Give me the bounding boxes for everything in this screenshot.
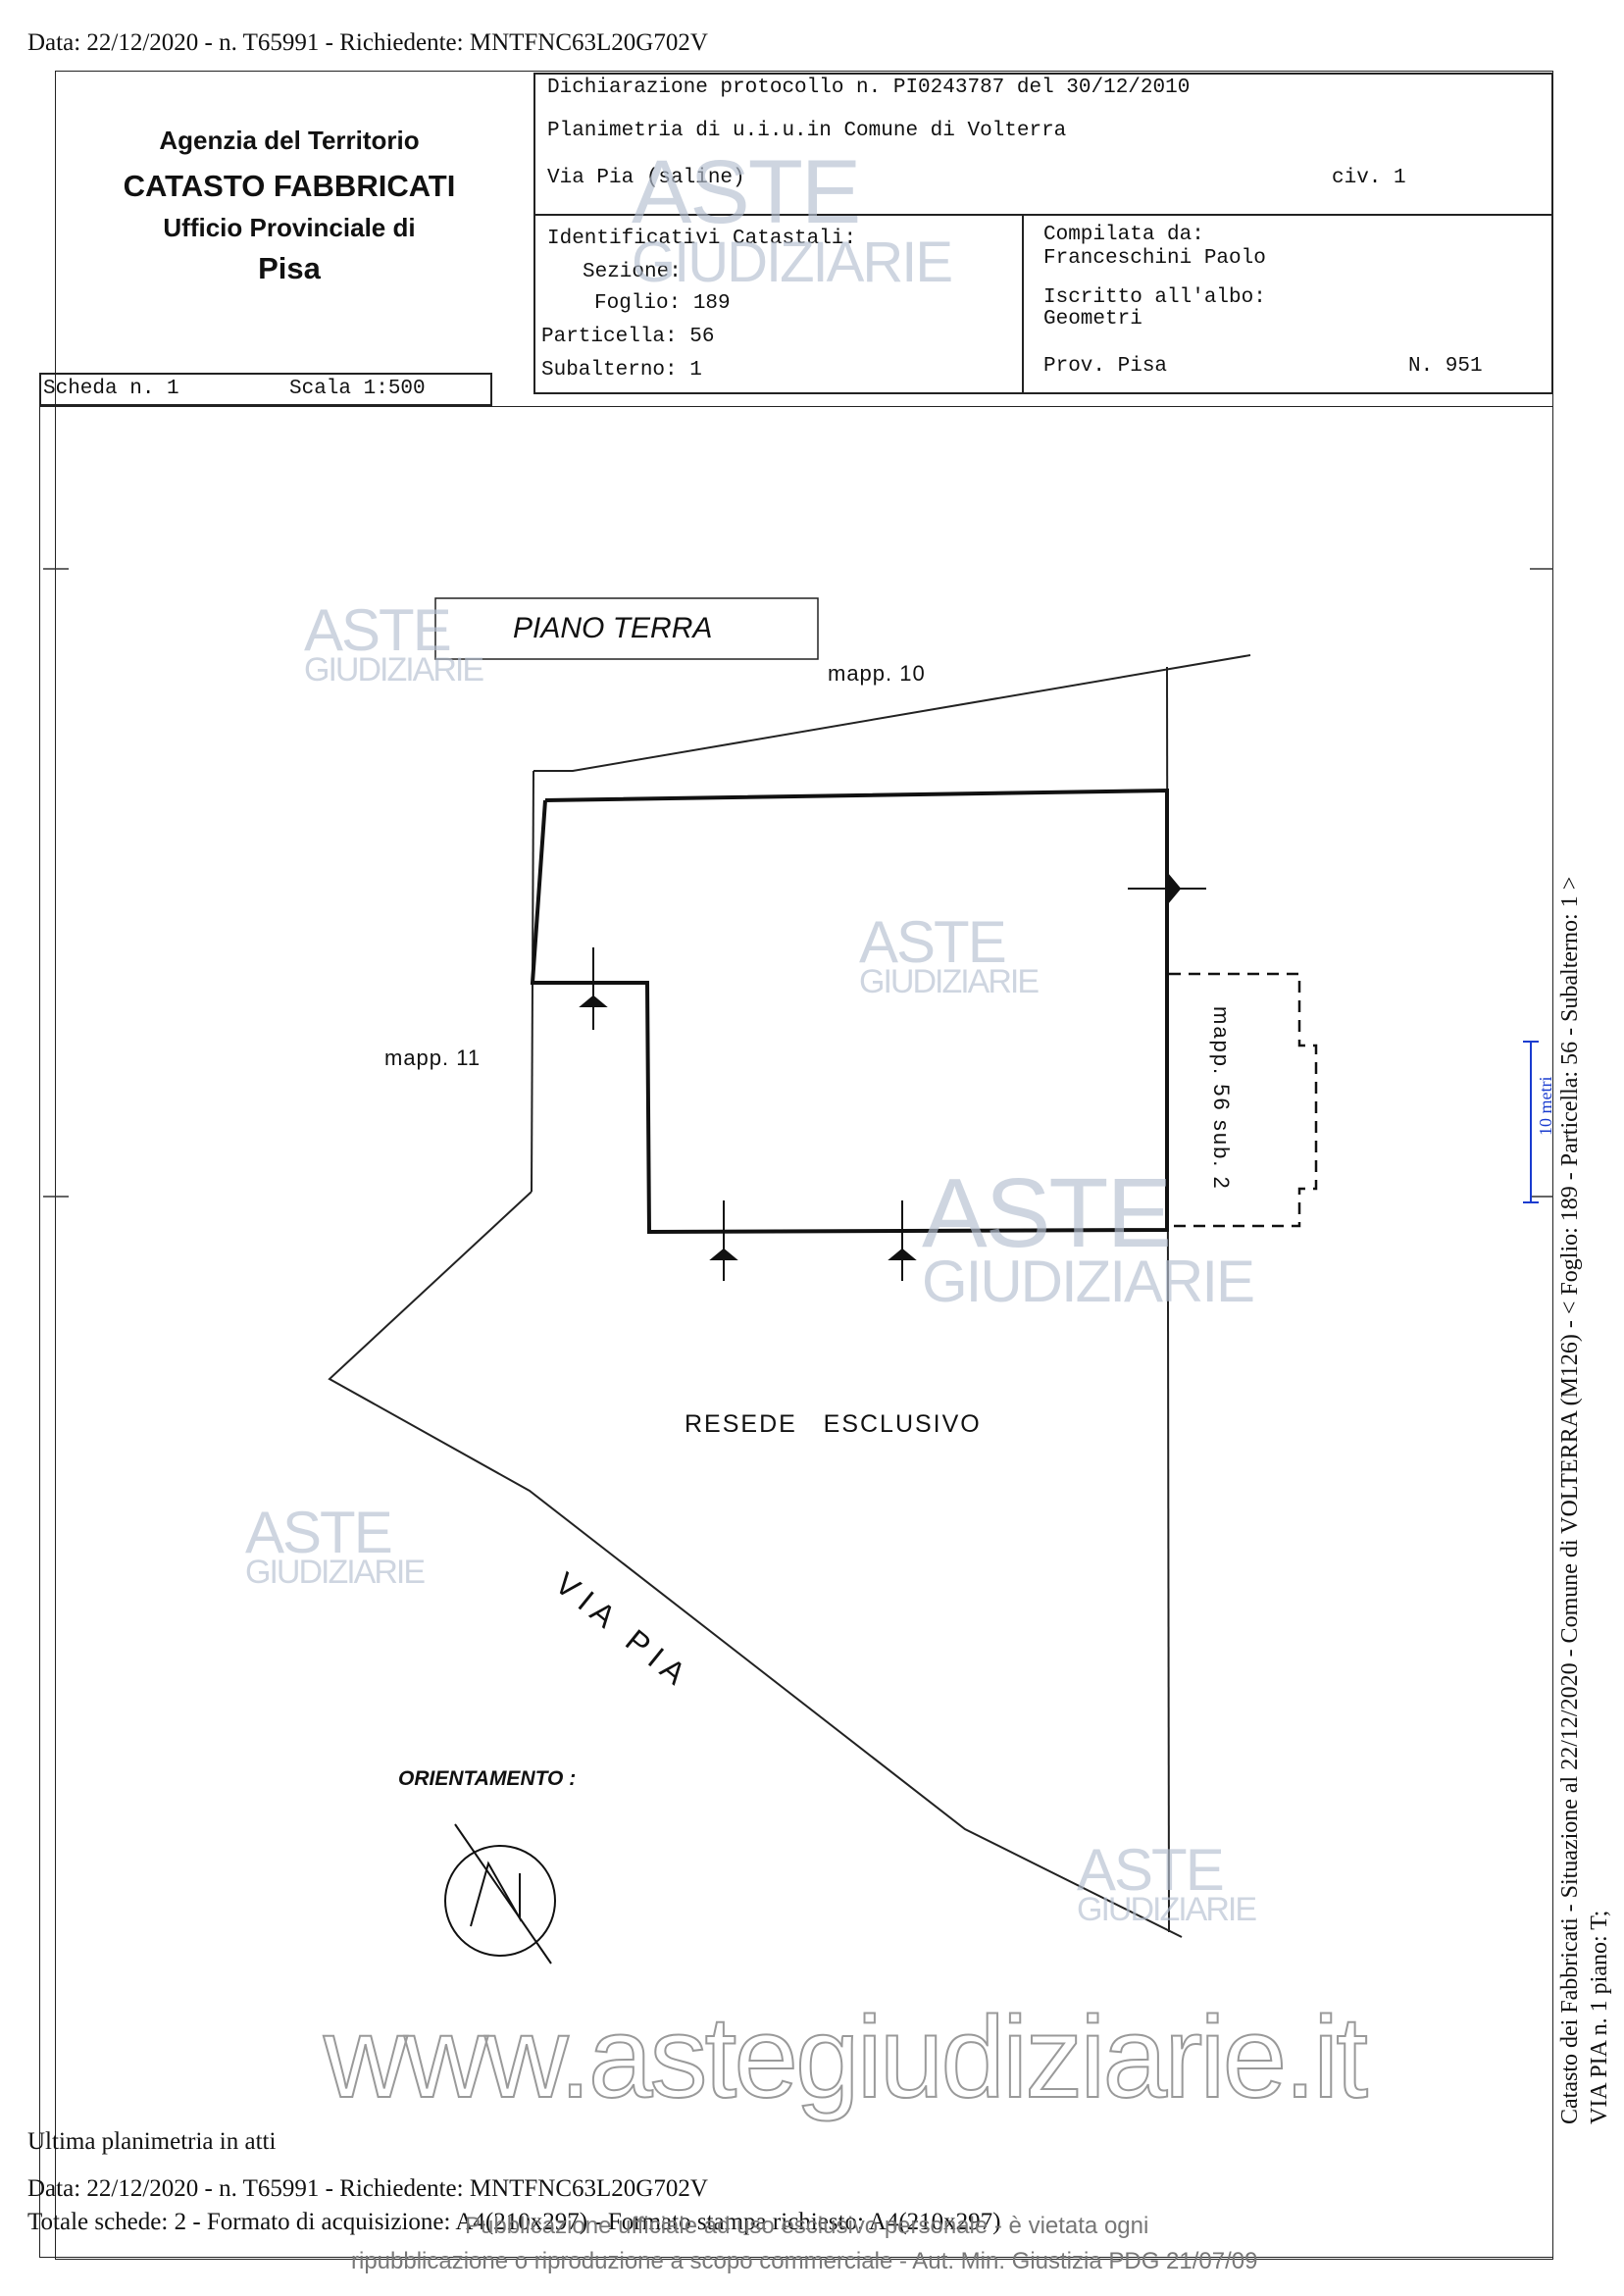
watermark-aste: ASTE: [304, 597, 452, 663]
watermark-aste: ASTE: [1077, 1837, 1225, 1903]
dichiarazione-protocollo: Dichiarazione protocollo n. PI0243787 de…: [547, 77, 1191, 99]
mapp-10-label: mapp. 10: [828, 661, 926, 686]
ultima-planimetria: Ultima planimetria in atti: [27, 2128, 277, 2155]
watermark-aste: ASTE: [632, 142, 861, 242]
watermark-giudiziarie: GIUDIZIARIE: [1077, 1891, 1257, 1928]
north-compass-icon: [444, 1823, 556, 1964]
side-info-line1: Catasto dei Fabbricati - Situazione al 2…: [1557, 876, 1583, 2124]
scale-bar-label: 10 metri: [1536, 1076, 1555, 1137]
watermark-aste: ASTE: [859, 909, 1007, 975]
ufficio-label: Ufficio Provinciale di: [163, 213, 416, 242]
planimetria-comune: Planimetria di u.i.u.in Comune di Volter…: [547, 120, 1067, 142]
foglio-label: Foglio: 189: [594, 292, 731, 315]
compilata-box: [1022, 214, 1553, 394]
watermark-giudiziarie: GIUDIZIARIE: [922, 1249, 1255, 1314]
catasto-title: CATASTO FABBRICATI: [123, 169, 456, 203]
civic-number: civ. 1: [1332, 167, 1406, 189]
provincia-albo: Prov. Pisa: [1043, 355, 1168, 378]
albo-value: Geometri: [1043, 308, 1142, 331]
footer-request-line: Data: 22/12/2020 - n. T65991 - Richieden…: [27, 2175, 708, 2202]
scheda-scale: Scala 1:500: [289, 378, 426, 400]
drawing-frame: [39, 406, 1553, 2258]
agency-name: Agenzia del Territorio: [159, 126, 420, 155]
watermark-giudiziarie: GIUDIZIARIE: [304, 651, 484, 689]
footer-totale-schede: Totale schede: 2 - Formato di acquisizio…: [27, 2209, 1001, 2235]
scheda-number: Scheda n. 1: [43, 378, 179, 400]
mapp-56-label: mapp. 56 sub. 2: [1209, 1006, 1234, 1191]
watermark-notice-1: Pubblicazione ufficiale ad uso esclusivo…: [465, 2213, 1149, 2239]
watermark-giudiziarie: GIUDIZIARIE: [245, 1554, 426, 1591]
resede-esclusivo-label: RESEDE ESCLUSIVO: [685, 1410, 982, 1438]
scale-bar: [1523, 1041, 1539, 1203]
compilatore-name: Franceschini Paolo: [1043, 247, 1266, 270]
side-info-line2: VIA PIA n. 1 piano: T;: [1587, 1910, 1612, 2124]
subalterno-label: Subalterno: 1: [541, 359, 702, 382]
watermark-giudiziarie: GIUDIZIARIE: [632, 230, 953, 294]
adjacent-unit-outline: [1169, 972, 1318, 1228]
frame-ticks: [43, 568, 1553, 1198]
watermark-url: www.astegiudiziarie.it: [323, 1992, 1369, 2123]
identificativi-title: Identificativi Catastali:: [547, 228, 857, 250]
numero-albo: N. 951: [1408, 355, 1483, 378]
piano-terra-label: PIANO TERRA: [513, 612, 713, 644]
watermark-aste: ASTE: [922, 1158, 1172, 1268]
watermark-aste: ASTE: [245, 1500, 393, 1565]
watermark-notice-2: ripubblicazione o riproduzione a scopo c…: [351, 2248, 1258, 2274]
scheda-box: [39, 373, 492, 406]
iscritto-albo-label: Iscritto all'albo:: [1043, 286, 1266, 309]
compilata-title: Compilata da:: [1043, 224, 1204, 246]
piano-terra-box: [434, 597, 819, 660]
mapp-11-label: mapp. 11: [384, 1046, 482, 1070]
provincia-label: Pisa: [258, 251, 321, 285]
sezione-label: Sezione:: [583, 261, 682, 283]
building-outline: [530, 788, 1169, 1235]
orientamento-label: ORIENTAMENTO :: [398, 1767, 577, 1790]
particella-label: Particella: 56: [541, 326, 715, 348]
door-markers: [579, 874, 1206, 1281]
watermark-giudiziarie: GIUDIZIARIE: [859, 963, 1040, 1000]
header-request-line: Data: 22/12/2020 - n. T65991 - Richieden…: [27, 29, 708, 56]
address-via: Via Pia (saline): [547, 167, 745, 189]
